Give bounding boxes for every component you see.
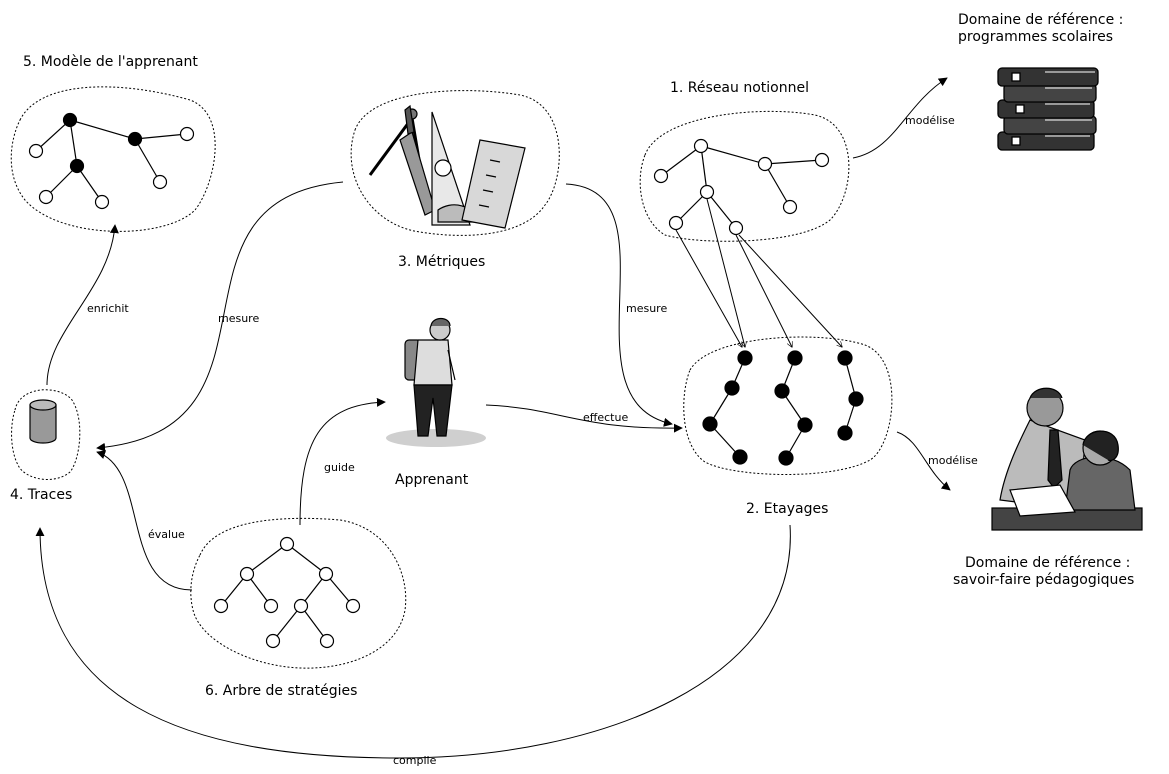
- metrics-boundary: [350, 90, 560, 236]
- edge-modelise-curricula: modélise: [852, 77, 955, 159]
- notional-network-title: 1. Réseau notionnel: [670, 80, 809, 96]
- edge-label: modélise: [905, 114, 955, 127]
- traces-node: 4. Traces: [10, 389, 81, 503]
- learner-title: Apprenant: [395, 472, 469, 488]
- database-cylinder-icon: [29, 399, 57, 444]
- edge-label: modélise: [928, 454, 978, 467]
- edge-modelise-expertise: modélise: [896, 431, 978, 491]
- edge-mesure-right: mesure: [565, 183, 673, 427]
- two-people-reviewing-document-icon: [991, 387, 1143, 531]
- notional-network-boundary: [639, 110, 850, 242]
- strategy-tree-title: 6. Arbre de stratégies: [205, 683, 357, 699]
- edge-mesure-left: mesure: [96, 181, 344, 452]
- edge-compile: compile: [35, 524, 791, 767]
- learner-model-boundary: [10, 86, 216, 232]
- edge-effectue: effectue: [485, 404, 683, 433]
- strategy-tree: [213, 536, 361, 649]
- stack-of-books-icon: [997, 67, 1099, 151]
- edge-label: mesure: [218, 312, 259, 325]
- edge-enrichit: enrichit: [46, 224, 129, 386]
- learner-model-node: 5. Modèle de l'apprenant: [10, 54, 216, 232]
- learner-model-title: 5. Modèle de l'apprenant: [23, 54, 198, 70]
- edge-label: guide: [324, 461, 355, 474]
- domain-curricula-line2: programmes scolaires: [958, 29, 1113, 45]
- learner-node: Apprenant: [386, 317, 486, 488]
- learner-model-tree: [28, 112, 195, 210]
- edge-guide: guide: [299, 397, 386, 526]
- edge-label: mesure: [626, 302, 667, 315]
- notional-network-tree: [653, 138, 830, 236]
- domain-curricula: Domaine de référence : programmes scolai…: [958, 12, 1123, 151]
- edge-label: effectue: [583, 411, 628, 424]
- edge-label: évalue: [148, 528, 185, 541]
- metrics-title: 3. Métriques: [398, 254, 485, 270]
- strategy-tree-node: 6. Arbre de stratégies: [190, 517, 407, 699]
- domain-expertise-line1: Domaine de référence :: [965, 555, 1130, 571]
- network-to-scaffolding-links: [675, 198, 842, 347]
- scaffolding-title: 2. Etayages: [746, 501, 828, 517]
- edge-evalue: évalue: [96, 450, 193, 591]
- edge-label: enrichit: [87, 302, 129, 315]
- strategy-tree-boundary: [190, 517, 407, 669]
- domain-expertise-line2: savoir-faire pédagogiques: [953, 572, 1134, 588]
- edge-label: compile: [393, 754, 437, 767]
- notional-network-node: 1. Réseau notionnel: [639, 80, 850, 242]
- traces-boundary: [11, 389, 81, 480]
- geometry-tools-icon: [368, 104, 526, 229]
- traces-title: 4. Traces: [10, 487, 72, 503]
- student-with-backpack-icon: [404, 317, 456, 437]
- domain-expertise: Domaine de référence : savoir-faire péda…: [953, 387, 1143, 588]
- scaffolding-chains: [702, 350, 864, 466]
- scaffolding-node: 2. Etayages: [683, 336, 893, 517]
- domain-curricula-line1: Domaine de référence :: [958, 12, 1123, 28]
- learner-shadow: [386, 429, 486, 447]
- metrics-node: 3. Métriques: [350, 90, 560, 270]
